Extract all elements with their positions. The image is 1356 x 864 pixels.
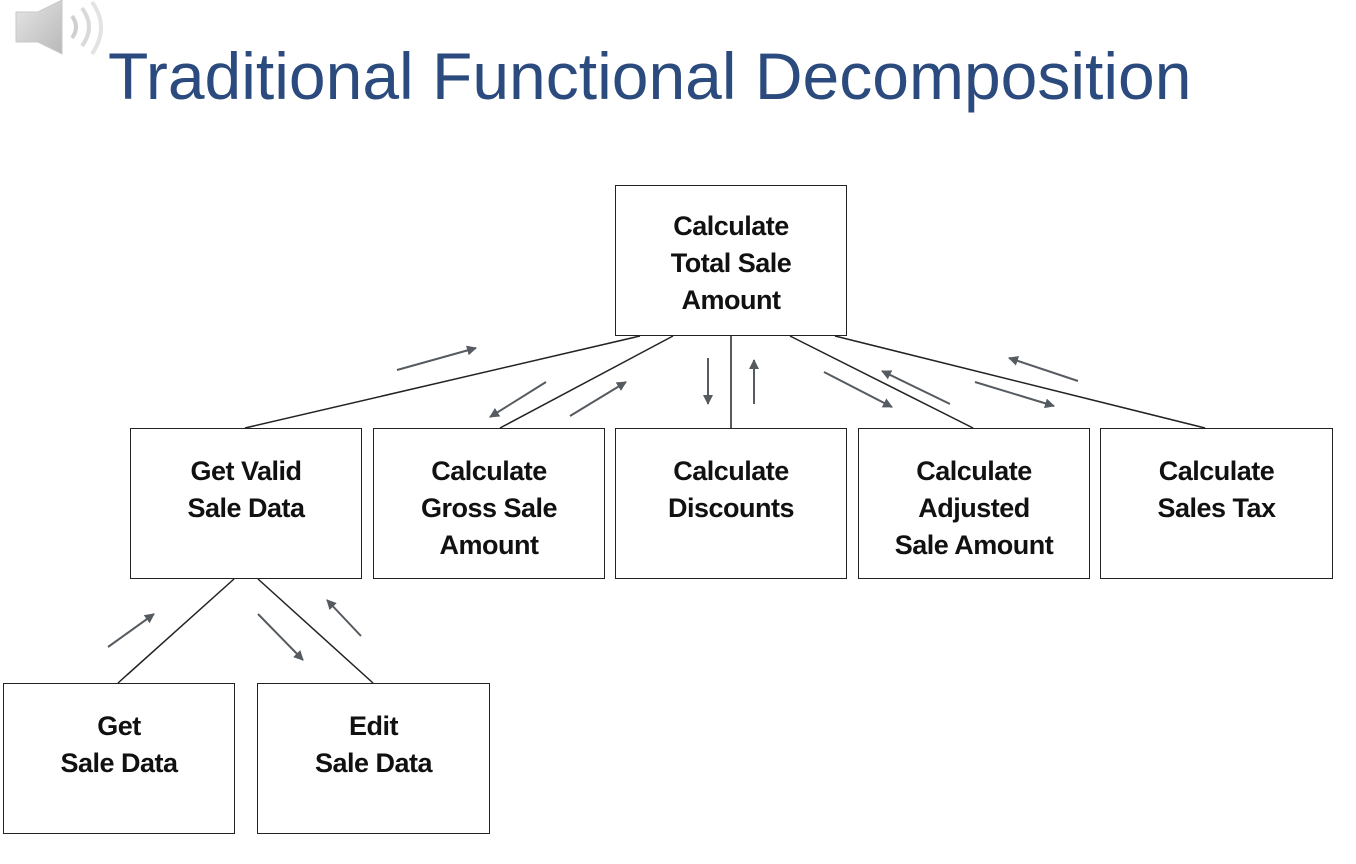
arrow-up-from-edit-sale [326,599,362,637]
box-label: Get Valid Sale Data [187,456,305,523]
box-get-valid-sale-data: Get Valid Sale Data [130,428,362,579]
arrow-down-to-adjusted [823,371,893,408]
arrow-up-from-tax [1008,356,1079,382]
box-label: Calculate Discounts [667,456,795,523]
box-calculate-discounts: Calculate Discounts [615,428,847,579]
slide-title: Traditional Functional Decomposition [108,39,1192,113]
line-root-to-tax [834,335,1206,429]
line-get-valid-to-edit-sale [257,578,374,684]
tree-lines [117,335,1206,684]
line-root-to-gross [499,335,674,429]
line-get-valid-to-get-sale [117,578,235,684]
box-label: Edit Sale Data [314,711,433,778]
arrow-up-from-get-valid [396,345,477,371]
arrow-down-to-edit-sale [257,613,304,661]
flow-arrows [107,345,1079,661]
line-root-to-adjusted [789,335,974,429]
box-calculate-adjusted-sale-amount: Calculate Adjusted Sale Amount [858,428,1090,579]
line-root-to-get-valid [244,335,641,429]
box-label: Calculate Sales Tax [1157,456,1276,523]
arrow-down-to-tax [974,381,1055,409]
arrow-up-from-adjusted [881,370,951,405]
box-calculate-sales-tax: Calculate Sales Tax [1100,428,1333,579]
box-label: Get Sale Data [60,711,178,778]
box-label: Calculate Gross Sale Amount [420,456,558,560]
arrow-down-to-gross [489,381,547,418]
box-calculate-gross-sale-amount: Calculate Gross Sale Amount [373,428,605,579]
speaker-icon[interactable] [14,0,114,60]
arrow-up-from-gross [569,381,627,417]
box-label: Calculate Adjusted Sale Amount [894,456,1054,560]
arrow-up-from-get-sale [107,613,155,648]
box-get-sale-data: Get Sale Data [3,683,235,834]
box-label: Calculate Total Sale Amount [670,211,792,315]
box-edit-sale-data: Edit Sale Data [257,683,490,834]
box-calculate-total-sale-amount: Calculate Total Sale Amount [615,185,847,336]
